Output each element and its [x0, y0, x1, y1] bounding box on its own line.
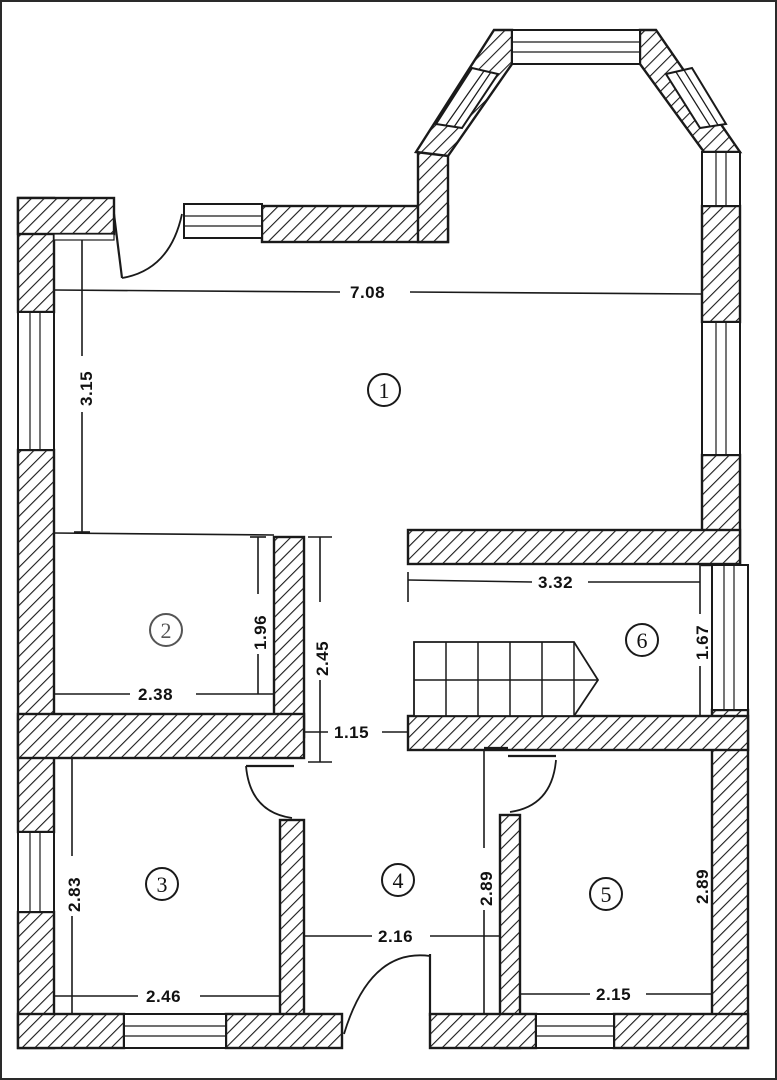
room-labels: 1 2 3 4 5 6 — [145, 373, 659, 911]
staircase — [413, 641, 600, 717]
door-room3 — [245, 764, 294, 819]
dim-room1-depth: 3.15 — [77, 371, 96, 406]
window-bottom-room3 — [123, 1013, 227, 1049]
dim-hall-depth: 2.45 — [313, 641, 332, 676]
dim-room4-width: 2.16 — [378, 927, 413, 946]
dimensions: 7.08 3.15 1.96 2.38 2.45 1.15 3.32 — [53, 240, 713, 1014]
dim-room6-width: 3.32 — [538, 573, 573, 592]
window-bay-top — [511, 29, 641, 65]
svg-text:3: 3 — [157, 872, 168, 897]
wall-bottom-room3 — [224, 1012, 344, 1050]
wall-room2-bottom — [16, 712, 306, 760]
dim-hall-width: 1.15 — [334, 723, 369, 742]
wall-right-upper — [700, 204, 742, 324]
door-room1-entry — [53, 213, 183, 279]
window-bay-left — [434, 66, 500, 130]
door-front — [343, 954, 432, 1035]
wall-bottom-room4 — [428, 1012, 538, 1050]
wall-bottom-left — [16, 1012, 126, 1050]
dim-room1-width: 7.08 — [350, 283, 385, 302]
windows — [17, 29, 749, 1049]
dim-room5-depth: 2.89 — [693, 869, 712, 904]
door-room5 — [508, 754, 557, 813]
wall-bay-stem — [416, 148, 450, 244]
dim-room3-depth: 2.83 — [65, 877, 84, 912]
dim-room2-width: 2.38 — [138, 685, 173, 704]
wall-stairs-bottom — [406, 714, 750, 752]
room-label-1: 1 — [367, 373, 401, 407]
room-label-3: 3 — [145, 867, 179, 901]
dim-room6-depth: 1.67 — [693, 625, 712, 660]
dim-room5-width: 2.15 — [596, 985, 631, 1004]
wall-top-left — [16, 196, 116, 236]
room-label-5: 5 — [589, 877, 623, 911]
window-right-room1 — [701, 321, 741, 456]
wall-room2-right — [272, 535, 306, 739]
window-bottom-room5 — [535, 1013, 615, 1049]
doors — [53, 213, 557, 1035]
svg-text:2: 2 — [161, 618, 172, 643]
dim-room2-depth: 1.96 — [251, 615, 270, 650]
dim-room3-width: 2.46 — [146, 987, 181, 1006]
room-label-2: 2 — [149, 613, 183, 647]
wall-right-lower — [710, 708, 750, 1050]
svg-text:4: 4 — [393, 868, 404, 893]
svg-text:1: 1 — [379, 378, 390, 403]
window-bay-right-side — [701, 151, 741, 207]
room-label-6: 6 — [625, 623, 659, 657]
wall-left-middle — [16, 448, 56, 834]
window-top — [183, 203, 263, 239]
window-right-room6 — [711, 564, 749, 711]
window-left-room3 — [17, 831, 55, 913]
room-label-4: 4 — [381, 863, 415, 897]
svg-text:5: 5 — [601, 882, 612, 907]
wall-bottom-right — [612, 1012, 750, 1050]
svg-text:6: 6 — [637, 628, 648, 653]
wall-room1-bottom — [406, 528, 742, 566]
dim-room4-depth: 2.89 — [477, 871, 496, 906]
window-left-room1 — [17, 311, 55, 451]
